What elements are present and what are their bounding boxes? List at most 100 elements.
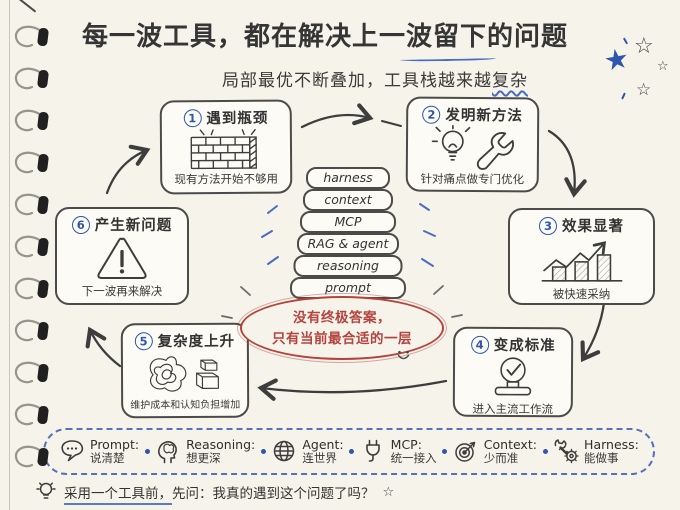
- smiley-icon: [397, 350, 410, 360]
- wrench-gear-icon: [554, 439, 579, 464]
- spiral-ring: [10, 402, 54, 428]
- step-caption: 进入主流工作流: [472, 401, 554, 417]
- legend-name: Harness:: [584, 437, 639, 453]
- head-brain-icon: [158, 441, 178, 464]
- legend-desc: 想更深: [186, 451, 221, 466]
- lightbulb-icon: [36, 482, 56, 499]
- legend-item-context: Context: 少而准: [453, 437, 537, 466]
- legend-separator-dot: [349, 449, 355, 454]
- step-number: 2: [422, 105, 441, 124]
- step-number: 1: [183, 108, 202, 127]
- arrow-step6-to-step1: [105, 144, 151, 195]
- spiral-ring: [10, 108, 54, 134]
- step-caption: 下一波再来解决: [81, 284, 163, 298]
- outline-star-icon: ☆: [634, 34, 654, 59]
- growth-chart-icon: [541, 241, 622, 282]
- brick-wall-icon: [190, 128, 257, 169]
- step-number: 3: [539, 216, 557, 235]
- stack-layer-rag-agent: RAG & agent: [297, 233, 399, 255]
- spiral-ring: [10, 276, 54, 302]
- spiral-ring: [10, 66, 54, 92]
- center-note-line1: 没有终极答案，: [293, 310, 391, 326]
- footer-tip: 采用一个工具前，先问：我真的遇到这个问题了吗？ ☆: [36, 481, 395, 505]
- legend-desc: 统一接入: [390, 451, 437, 466]
- step-number: 6: [71, 215, 90, 234]
- footer-rest: 先问：我真的遇到这个问题了吗？: [172, 486, 375, 502]
- legend-desc: 少而准: [483, 451, 519, 466]
- spiral-ring: [10, 234, 54, 260]
- paper-edge-line: [9, 0, 10, 510]
- step-box-complexity: 5 复杂度上升 维护成本和认知负担增加: [120, 322, 250, 419]
- stack-layer-mcp: MCP: [300, 211, 396, 233]
- legend-separator-dot: [442, 449, 448, 454]
- step-title: 变成标准: [493, 337, 556, 355]
- arrow-step1-to-step2: [300, 103, 374, 129]
- tangle-and-boxes-icon: [149, 355, 219, 392]
- stamp-check-icon: [494, 357, 532, 396]
- legend-desc: 说清楚: [90, 451, 125, 466]
- step-title: 效果显著: [562, 219, 624, 235]
- legend-item-harness: Harness: 能做事: [553, 437, 639, 466]
- target-icon: [455, 442, 476, 463]
- spiral-ring: [10, 192, 54, 218]
- legend-name: Agent:: [302, 437, 344, 453]
- legend-item-reasoning: Reasoning: 想更深: [155, 437, 255, 466]
- blue-dash-mark: [621, 92, 626, 100]
- spiral-ring: [10, 150, 54, 176]
- legend-item-agent: Agent: 连世界: [271, 437, 344, 466]
- step-box-bottleneck: 1 遇到瓶颈 现有方法开始不够用: [159, 99, 293, 195]
- footer-lead: 采用一个工具前，: [64, 486, 172, 505]
- arrow-dash-mark: [381, 120, 402, 127]
- legend-separator-dot: [260, 449, 266, 454]
- step-caption: 现有方法开始不够用: [174, 171, 279, 187]
- subtitle-text: 局部最优不断叠加，工具栈越来越: [222, 71, 492, 91]
- legend-item-prompt: Prompt: 说清楚: [59, 437, 139, 466]
- step-caption: 被快速采纳: [552, 287, 611, 301]
- stack-layer-harness: harness: [306, 167, 390, 189]
- legend-separator-dot: [542, 449, 548, 454]
- step-caption: 维护成本和认知负担增加: [130, 399, 241, 412]
- step-title: 遇到瓶颈: [206, 110, 269, 128]
- legend-desc: 能做事: [584, 451, 619, 466]
- spiral-ring: [10, 318, 54, 344]
- lightbulb-wrench-icon: [431, 124, 514, 170]
- step-number: 5: [134, 331, 153, 350]
- filled-star-icon: ★: [601, 41, 632, 78]
- stack-layer-reasoning: reasoning: [293, 255, 403, 277]
- legend-separator-dot: [144, 449, 150, 454]
- legend-name: MCP:: [390, 437, 422, 453]
- center-note: 没有终极答案， 只有当前最合适的一层: [237, 293, 447, 363]
- spiral-ring: [10, 360, 54, 386]
- step-box-standard: 4 变成标准 进入主流工作流: [452, 326, 574, 418]
- title-underline: [399, 55, 497, 62]
- step-title: 产生新问题: [94, 218, 173, 234]
- legend-bar: Prompt: 说清楚 Reasoning: 想更深: [43, 428, 655, 475]
- spiral-ring: [10, 24, 54, 50]
- outline-star-icon: ☆: [657, 59, 669, 74]
- legend-name: Prompt:: [90, 437, 140, 453]
- legend-name: Context:: [483, 437, 537, 453]
- footer-star-icon: ☆: [382, 484, 395, 500]
- outline-star-icon: ☆: [636, 80, 652, 100]
- step-box-new-problems: 6 产生新问题 下一波再来解决: [55, 207, 189, 305]
- step-box-new-method: 2 发明新方法 针对痛点做专门优化: [405, 96, 540, 193]
- legend-item-mcp: MCP: 统一接入: [360, 437, 437, 466]
- stack-layer-context: context: [303, 189, 393, 211]
- speech-bubble-icon: [61, 440, 84, 462]
- step-title: 发明新方法: [445, 107, 524, 125]
- globe-icon: [274, 441, 295, 462]
- arrow-step2-to-step3: [547, 129, 587, 198]
- center-note-line2: 只有当前最合适的一层: [272, 330, 412, 347]
- arrow-step5-to-step6: [85, 326, 122, 368]
- subtitle-emphasis: 复杂: [492, 71, 528, 91]
- arrow-step3-to-step4: [580, 301, 606, 363]
- spiral-binding: [10, 0, 60, 510]
- arrow-step4-to-step5: [257, 378, 448, 401]
- warning-triangle-icon: [97, 237, 147, 280]
- page-subtitle: 局部最优不断叠加，工具栈越来越复杂: [70, 66, 680, 91]
- step-box-results: 3 效果显著: [508, 208, 655, 305]
- step-number: 4: [470, 335, 489, 354]
- plug-icon: [365, 440, 380, 463]
- legend-desc: 连世界: [302, 451, 337, 466]
